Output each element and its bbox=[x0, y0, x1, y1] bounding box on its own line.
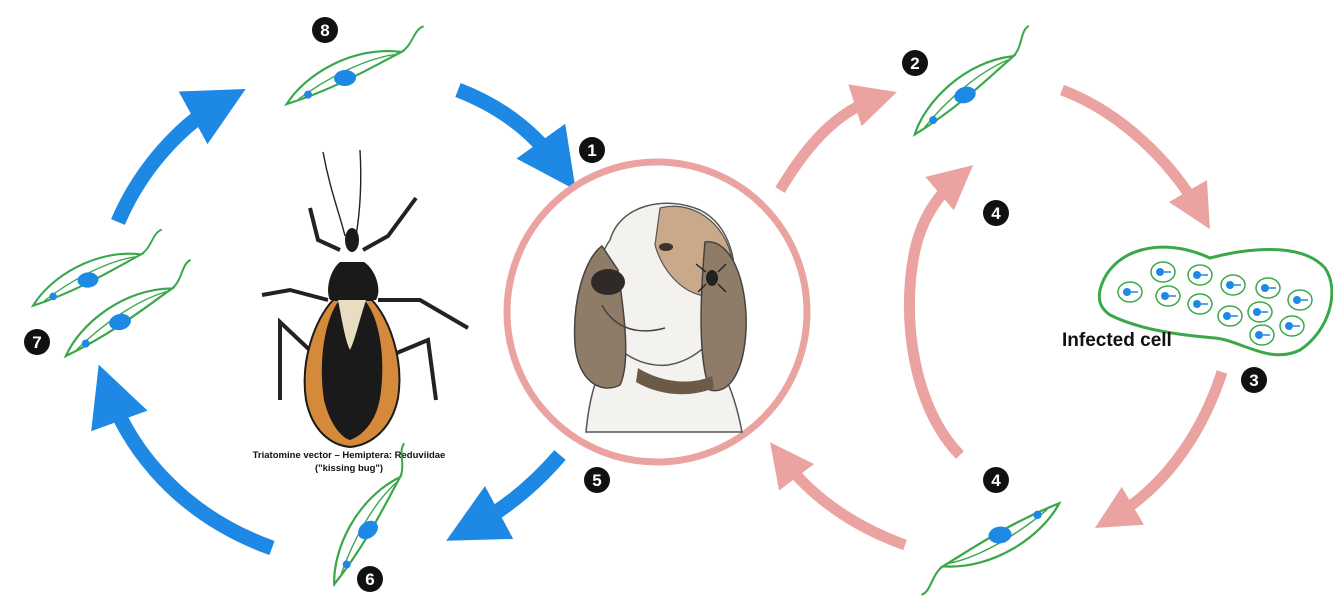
step-badge-6: 6 bbox=[357, 566, 383, 592]
arrow-8-to-1 bbox=[458, 90, 560, 168]
trypanosome-icon bbox=[894, 26, 1050, 135]
amastigote-icon bbox=[1221, 275, 1245, 295]
step-badge-number: 1 bbox=[587, 141, 596, 160]
host bbox=[507, 162, 807, 462]
vector-caption-line2: ("kissing bug") bbox=[315, 463, 383, 474]
parasite-stage-4-bottom bbox=[912, 503, 1070, 594]
amastigote-icon bbox=[1256, 278, 1280, 298]
step-badge-number: 5 bbox=[592, 471, 601, 490]
step-badge-number: 2 bbox=[910, 54, 919, 73]
step-badge-1: 1 bbox=[579, 137, 605, 163]
parasite-stage-7a bbox=[27, 230, 167, 306]
trypanosome-icon bbox=[282, 26, 428, 104]
step-badge-4: 4 bbox=[983, 200, 1009, 226]
arrow-1-to-2 bbox=[780, 98, 878, 190]
step-badge-number: 8 bbox=[320, 21, 329, 40]
trypanosome-icon bbox=[27, 230, 167, 306]
amastigote-icon bbox=[1250, 325, 1274, 345]
parasite-stage-8 bbox=[282, 26, 428, 104]
parasite-stage-2 bbox=[894, 26, 1050, 135]
arrow-3-to-4 bbox=[1112, 372, 1222, 518]
step-badge-3: 3 bbox=[1241, 367, 1267, 393]
dog-icon bbox=[575, 203, 747, 432]
step-badge-number: 7 bbox=[32, 333, 41, 352]
arrow-2-to-3 bbox=[1062, 90, 1200, 212]
kissing-bug-icon bbox=[262, 150, 468, 447]
amastigote-icon bbox=[1151, 262, 1175, 282]
amastigote-icon bbox=[1118, 282, 1142, 302]
amastigote-icon bbox=[1218, 306, 1242, 326]
trypanosome-icon bbox=[52, 260, 205, 356]
amastigote-icon bbox=[1188, 265, 1212, 285]
arrow-4-to-2 bbox=[909, 178, 960, 455]
step-badge-7: 7 bbox=[24, 329, 50, 355]
arrow-4-to-1 bbox=[782, 458, 905, 545]
vector-caption: Triatomine vector – Hemiptera: Reduviida… bbox=[253, 450, 446, 474]
step-badge-8: 8 bbox=[312, 17, 338, 43]
infected-cell: Infected cell bbox=[1062, 247, 1332, 355]
arrow-6-to-7 bbox=[108, 390, 272, 548]
step-badge-number: 4 bbox=[991, 471, 1001, 490]
arrow-5-to-6 bbox=[470, 455, 560, 528]
step-badge-5: 5 bbox=[584, 467, 610, 493]
infected-cell-label: Infected cell bbox=[1062, 330, 1172, 351]
vector-caption-line1: Triatomine vector – Hemiptera: Reduviida… bbox=[253, 450, 446, 461]
arrow-7-to-8 bbox=[118, 102, 222, 222]
amastigote-icon bbox=[1288, 290, 1312, 310]
step-badge-2: 2 bbox=[902, 50, 928, 76]
amastigote-icon bbox=[1248, 302, 1272, 322]
amastigote-icon bbox=[1156, 286, 1180, 306]
parasite-stage-7b bbox=[52, 260, 205, 356]
step-badge-number: 4 bbox=[991, 204, 1001, 223]
amastigote-icon bbox=[1280, 316, 1304, 336]
trypanosome-icon bbox=[912, 503, 1070, 594]
amastigote-icon bbox=[1188, 294, 1212, 314]
step-badge-number: 6 bbox=[365, 570, 374, 589]
step-badge-4: 4 bbox=[983, 467, 1009, 493]
step-badge-number: 3 bbox=[1249, 371, 1258, 390]
